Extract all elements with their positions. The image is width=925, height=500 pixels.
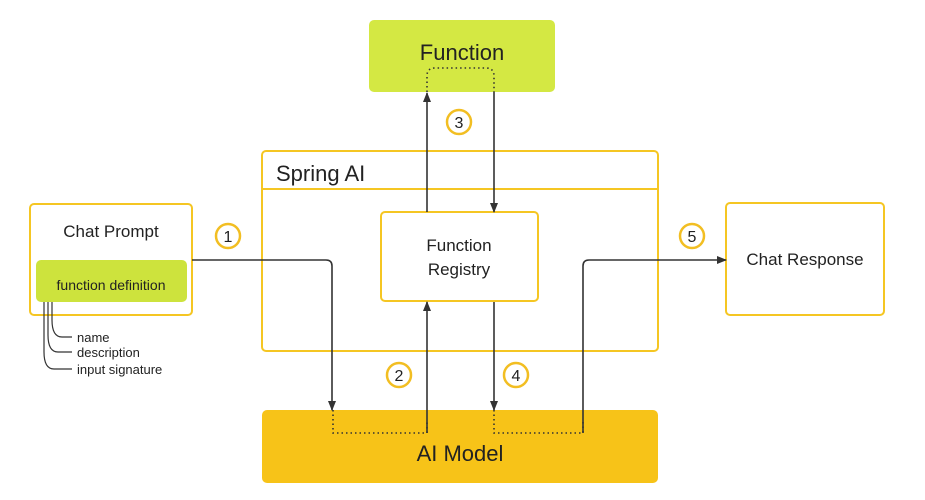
step-badge-2-circle <box>385 361 413 389</box>
function-node: Function <box>369 20 555 92</box>
dotted-function-loop <box>426 67 495 92</box>
step-badge-1-circle <box>214 222 242 250</box>
step-badge-1-label: 1 <box>224 229 233 246</box>
step-badge-1: 1 <box>214 222 242 250</box>
spring-ai-box <box>261 150 659 352</box>
step-badge-2-label: 2 <box>395 368 404 385</box>
step-badge-5-circle <box>678 222 706 250</box>
step-badge-3-label: 3 <box>455 115 464 132</box>
function-label: Function <box>420 40 504 65</box>
step-badge-4-circle <box>502 361 530 389</box>
tree-connector-description <box>47 302 72 353</box>
chat-prompt-node: Chat Prompt function definition <box>29 203 193 316</box>
flow-arrows <box>192 67 727 434</box>
field-name: name <box>77 330 110 345</box>
arrow-prompt-to-model <box>192 259 336 411</box>
tree-connector-input-signature <box>43 302 72 370</box>
function-definition-box <box>36 260 187 302</box>
field-input-signature: input signature <box>77 362 162 377</box>
step-badge-4: 4 <box>502 361 530 389</box>
spring-ai-label: Spring AI <box>276 161 365 186</box>
ai-model-label: AI Model <box>417 441 504 466</box>
chat-prompt-label: Chat Prompt <box>63 222 159 241</box>
step-badge-5: 5 <box>678 222 706 250</box>
tree-connector-name <box>51 302 72 338</box>
step-badge-3-circle <box>445 108 473 136</box>
spring-ai-node: Spring AI <box>261 150 659 352</box>
chat-response-node: Chat Response <box>725 202 885 316</box>
step-badge-5-label: 5 <box>688 229 697 246</box>
function-registry-label-line2: Registry <box>428 260 491 279</box>
field-description: description <box>77 345 140 360</box>
function-registry-box <box>380 211 539 302</box>
step-badge-4-label: 4 <box>512 368 521 385</box>
step-badge-2: 2 <box>385 361 413 389</box>
arrow-model-to-response <box>582 256 727 433</box>
definition-fields-tree: name description input signature <box>43 302 162 377</box>
ai-model-node: AI Model <box>262 410 658 483</box>
step-badge-3: 3 <box>445 108 473 136</box>
function-box <box>369 20 555 92</box>
chat-response-label: Chat Response <box>746 250 863 269</box>
function-registry-node: Function Registry <box>380 211 539 302</box>
function-registry-label-line1: Function <box>426 236 491 255</box>
function-definition-label: function definition <box>57 277 166 293</box>
ai-model-box <box>262 410 658 483</box>
